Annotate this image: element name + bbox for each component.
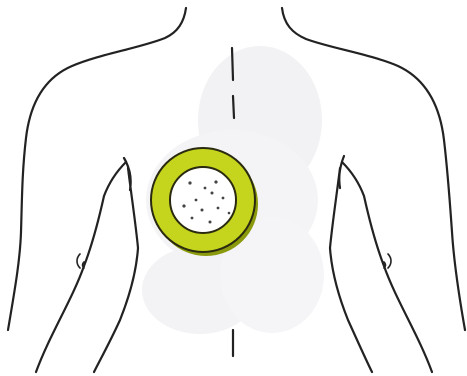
ring-inner-opening [170, 167, 236, 233]
sternum-line-mid [233, 96, 234, 118]
left-elbow-mark [77, 254, 84, 268]
right-elbow-mark [384, 254, 391, 268]
left-torso-side [94, 168, 138, 372]
right-inner-arm [342, 162, 432, 372]
right-pectoral [339, 156, 344, 188]
sternum-line-upper [232, 48, 233, 80]
left-inner-arm [36, 162, 126, 372]
